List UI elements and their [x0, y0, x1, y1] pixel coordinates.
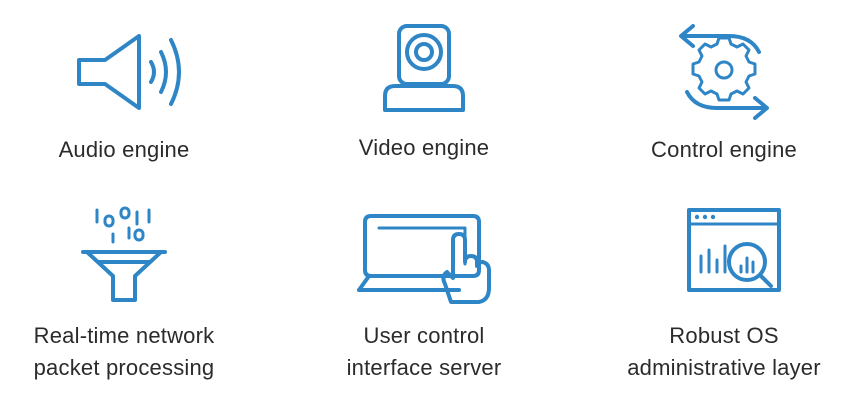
feature-interface-server: User control interface server [294, 206, 554, 384]
feature-audio-engine: Audio engine [0, 22, 254, 166]
feature-label: Real-time network packet processing [33, 323, 215, 380]
analytics-window-icon [687, 208, 781, 292]
feature-video-engine: Video engine [294, 22, 554, 164]
feature-label: Robust OS administrative layer [627, 323, 821, 380]
feature-label: Video engine [358, 135, 490, 160]
feature-label: Control engine [651, 137, 797, 162]
funnel-icon [81, 206, 167, 302]
feature-label: Audio engine [58, 137, 190, 162]
feature-os-admin-layer: Robust OS administrative layer [594, 206, 854, 384]
gear-cycle-icon [679, 24, 769, 120]
speaker-icon [77, 34, 181, 110]
touchscreen-icon [357, 214, 491, 304]
feature-control-engine: Control engine [594, 22, 854, 166]
feature-packet-processing: Real-time network packet processing [0, 206, 254, 384]
camera-icon [383, 24, 465, 112]
feature-label: User control interface server [346, 323, 502, 380]
